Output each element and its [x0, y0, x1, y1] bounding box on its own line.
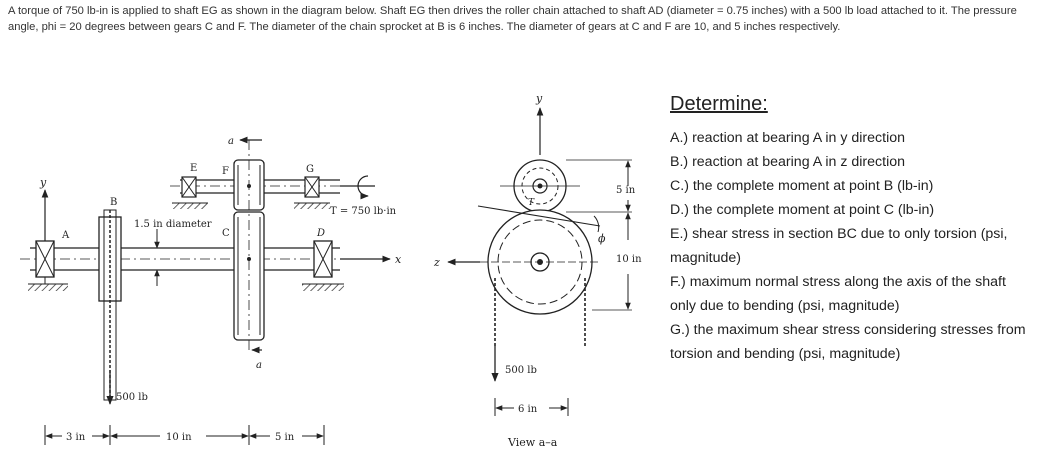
x-axis-label: x: [395, 253, 402, 266]
load-label: 500 lb: [116, 392, 148, 403]
dim-10in: 10 in: [166, 432, 192, 443]
view-gear-f: [500, 159, 580, 213]
determine-item-f: F.) maximum normal stress along the axis…: [670, 274, 1006, 314]
phi-label: ϕ: [598, 232, 606, 245]
determine-title: Determine:: [670, 93, 768, 115]
dim-5in: 5 in: [275, 432, 295, 443]
label-d: D: [316, 228, 325, 239]
view-gear-c: [480, 209, 600, 315]
dim-3in: 3 in: [66, 432, 86, 443]
determine-item-g: G.) the maximum shear stress considering…: [670, 322, 1026, 362]
section-line-aa: [239, 136, 262, 354]
view-dim-5in: 5 in: [616, 185, 636, 196]
view-z-label: z: [433, 256, 440, 269]
bearing-a: [28, 240, 68, 291]
label-g: G: [306, 164, 314, 175]
bearing-g: [294, 176, 330, 209]
determine-item-b: B.) reaction at bearing A in z direction: [670, 154, 906, 170]
pressure-line: [477, 205, 601, 233]
diameter-label: 1.5 in diameter: [134, 219, 212, 230]
label-b: B: [110, 197, 117, 208]
sprocket-b: [98, 209, 122, 401]
bearing-d: [302, 240, 344, 291]
view-y-label: y: [535, 92, 543, 105]
shaft-ad: [20, 247, 390, 271]
view-dim-6in-label: 6 in: [518, 404, 538, 415]
view-t-label: T: [528, 198, 535, 208]
dimension-line: [44, 425, 325, 445]
view-dim-6in: [494, 398, 569, 416]
determine-list: A.) reaction at bearing A in y direction…: [670, 126, 1030, 366]
section-label-bottom: a: [256, 360, 262, 371]
label-e: E: [190, 163, 197, 174]
bearing-e: [172, 176, 208, 209]
determine-item-c: C.) the complete moment at point B (lb-i…: [670, 178, 934, 194]
label-a: A: [61, 230, 70, 241]
problem-statement: A torque of 750 lb-in is applied to shaf…: [8, 5, 1017, 34]
determine-item-d: D.) the complete moment at point C (lb-i…: [670, 202, 935, 218]
determine-panel: Determine: A.) reaction at bearing A in …: [670, 93, 1030, 366]
view-chain: [491, 278, 586, 382]
view-dim-10in: 10 in: [616, 254, 642, 265]
shaft-assembly-diagram: y x A B 500 lb 1.5 in diameter: [20, 92, 642, 449]
label-f: F: [222, 166, 229, 177]
torque-label: T = 750 lb·in: [330, 206, 397, 217]
determine-item-a: A.) reaction at bearing A in y direction: [670, 130, 906, 146]
section-label-top: a: [228, 136, 234, 147]
label-c: C: [222, 228, 230, 239]
view-caption: View a–a: [507, 436, 558, 449]
torque-symbol: [340, 175, 375, 200]
determine-item-e: E.) shear stress in section BC due to on…: [670, 226, 1008, 266]
view-dims-right: [566, 159, 632, 311]
y-axis-label: y: [39, 176, 47, 189]
view-load-label: 500 lb: [505, 365, 537, 376]
